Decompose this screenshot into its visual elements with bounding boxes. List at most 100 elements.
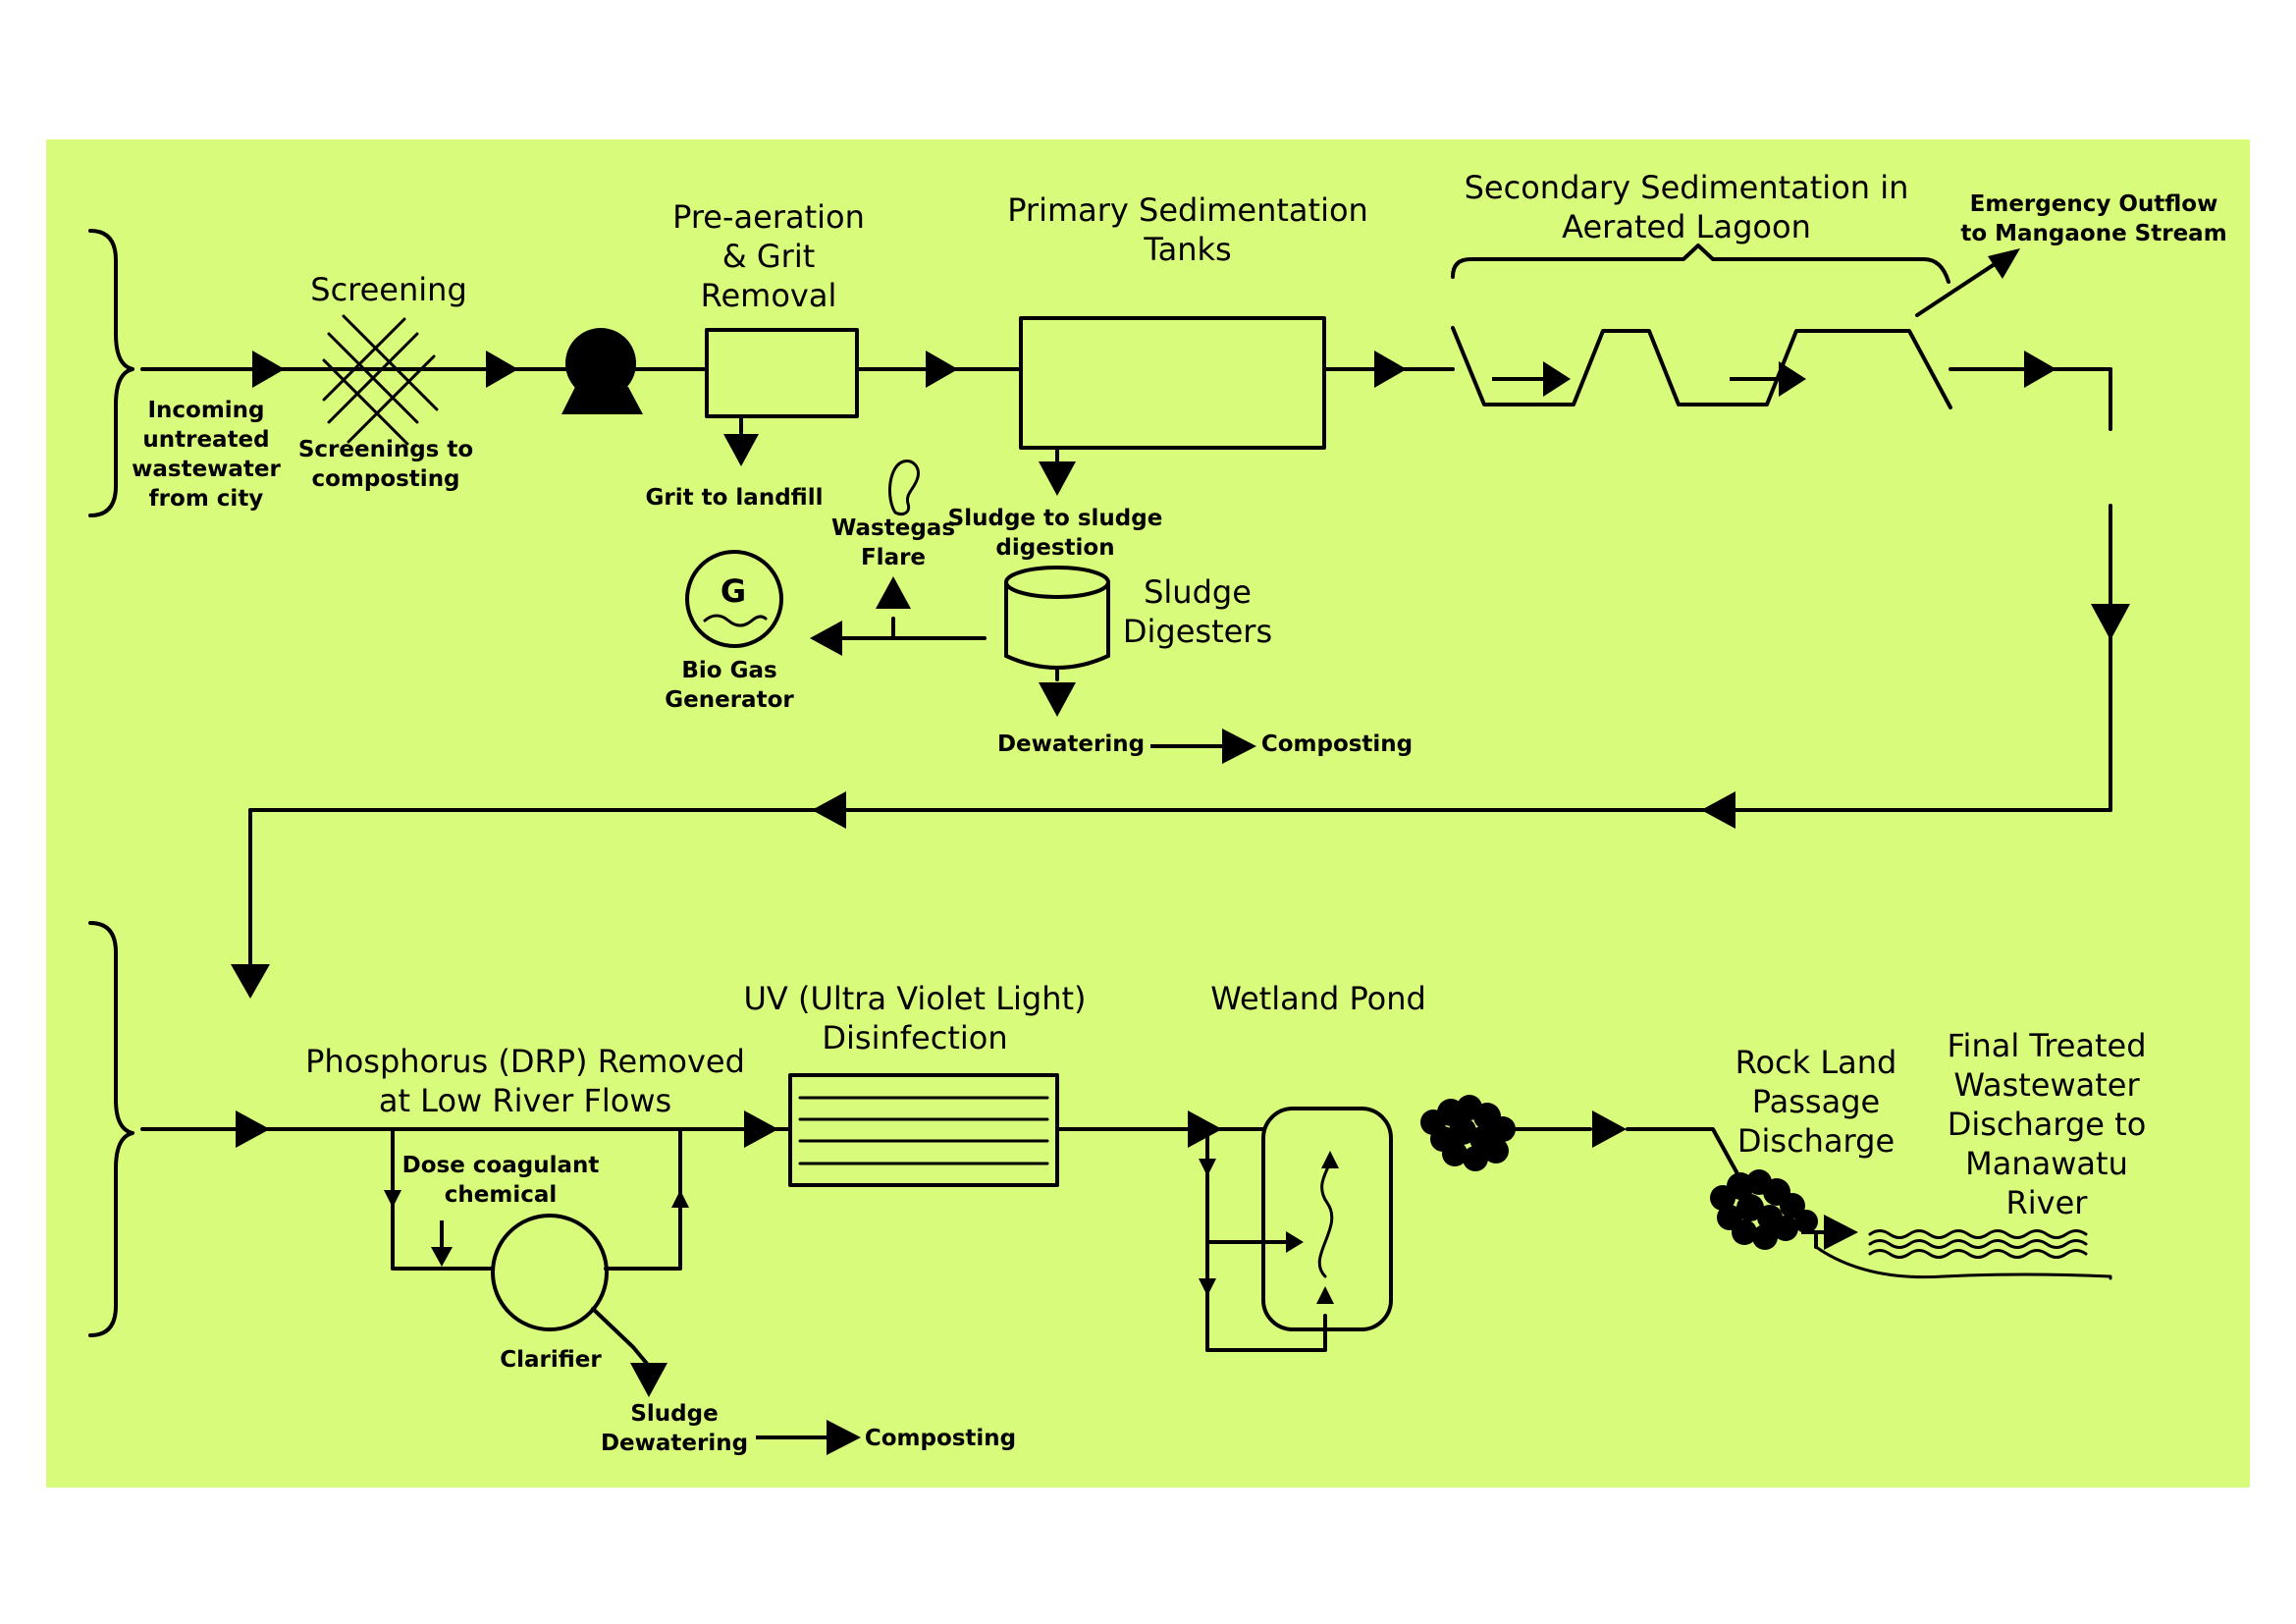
label-line: chemical (445, 1182, 558, 1208)
arrow-screened (486, 351, 518, 388)
label-line: Generator (665, 687, 794, 713)
label-line: Final Treated (1947, 1027, 2146, 1064)
rock-passage-line (1626, 1127, 1747, 1190)
arrow-wetland-feed-1 (1199, 1159, 1216, 1176)
label-line: Discharge to (1948, 1106, 2147, 1143)
aerated-lagoon (1451, 326, 1952, 409)
label-incoming: Incoming untreated wastewater from city (132, 398, 281, 512)
label-line: & Grit (722, 238, 816, 275)
label-line: wastewater (132, 457, 281, 482)
label-composting2: Composting (865, 1426, 1016, 1451)
label-line: Rock Land (1735, 1044, 1897, 1081)
arrow-digester-dewater (1039, 682, 1076, 717)
label-line: Pre-aeration (672, 198, 865, 236)
arrow-right-down (2091, 604, 2130, 640)
generator-icon (685, 550, 783, 648)
arrow-clarifier-sludge (630, 1363, 667, 1397)
arrow-flare (876, 576, 911, 609)
label-line: Removal (701, 277, 837, 314)
label-line: Screening (310, 271, 467, 308)
label-line: untreated (142, 427, 269, 453)
wetland-pond (1261, 1107, 1393, 1331)
wetland-feed-bottom (1205, 1314, 1327, 1352)
lagoon-bracket (1451, 244, 1950, 284)
arrow-lagoon-1 (1543, 361, 1571, 397)
arrow-emergency (1988, 248, 2020, 279)
arrow-generator (810, 621, 842, 656)
primary-tank (1019, 316, 1326, 450)
label-line: Emergency Outflow (1970, 191, 2218, 217)
label-generator-letter: G (721, 572, 746, 610)
arrow-stream-up (1321, 1151, 1339, 1168)
label-line: Dewatering (997, 731, 1145, 757)
label-line: Passage (1752, 1083, 1880, 1120)
label-line: River (2006, 1184, 2089, 1221)
arrow-wetland-mid (1286, 1231, 1304, 1253)
arrow-incoming (252, 351, 285, 388)
arrow-primary-out (1374, 351, 1407, 388)
label-line: digestion (995, 535, 1114, 561)
arrow-return-2 (812, 791, 846, 829)
label-composting1: Composting (1261, 731, 1413, 757)
label-wetland: Wetland Pond (1210, 980, 1426, 1017)
rocks-icon (1420, 1095, 1516, 1171)
label-line: Clarifier (500, 1347, 602, 1373)
arrow-preaeration-out (926, 351, 958, 388)
label-line: G (721, 572, 746, 610)
label-uv: UV (Ultra Violet Light)Disinfection (743, 980, 1086, 1056)
brace-bottom (88, 921, 134, 1337)
arrow-grit (723, 434, 759, 466)
arrow-composting-2 (827, 1420, 861, 1455)
arrow-primary-sludge (1039, 461, 1076, 496)
screen-mesh-icon (322, 314, 439, 446)
label-line: Aerated Lagoon (1562, 208, 1811, 245)
arrow-return-1 (1701, 791, 1735, 829)
label-line: Tanks (1143, 231, 1231, 268)
label-line: Sludge to sludge (948, 506, 1163, 531)
arrow-row2-down (231, 964, 270, 999)
label-line: Flare (861, 545, 926, 570)
label-emergency: Emergency Outflow to Mangaone Stream (1960, 191, 2226, 246)
label-line: Secondary Sedimentation in (1465, 169, 1909, 206)
label-line: from city (149, 486, 264, 512)
label-line: Composting (1261, 731, 1413, 757)
arrow-row2-in (236, 1110, 270, 1148)
river-icon (1868, 1229, 2088, 1259)
phosphorus-loop-return (604, 1188, 682, 1271)
arrow-lagoon-out (2024, 351, 2056, 388)
label-line: Sludge (630, 1401, 718, 1427)
label-dewatering: Dewatering (997, 731, 1145, 757)
flare-icon (888, 460, 920, 516)
label-line: Phosphorus (DRP) Removed (305, 1043, 745, 1080)
arrow-dose (431, 1247, 453, 1267)
label-clarifier: Clarifier (500, 1347, 602, 1373)
label-line: Bio Gas (681, 658, 776, 683)
label-line: Digesters (1123, 613, 1272, 650)
arrow-wetland-up (1316, 1286, 1334, 1304)
arrow-wetland-feed-2 (1199, 1278, 1216, 1296)
labels: Incoming untreated wastewater from city Scre… (132, 169, 2227, 1456)
river-bank (1814, 1245, 2112, 1280)
label-line: Incoming (147, 398, 264, 423)
arrow-loop-up (671, 1190, 689, 1208)
label-line: Wastewater (1953, 1066, 2140, 1104)
label-line: Grit to landfill (646, 485, 824, 511)
uv-unit (788, 1073, 1059, 1187)
arrow-wetland-out (1592, 1110, 1627, 1148)
label-line: Sludge (1144, 573, 1252, 611)
label-grit: Grit to landfill (646, 485, 824, 511)
clarifier-icon (491, 1214, 609, 1331)
arrow-river (1824, 1215, 1858, 1250)
arrow-wetland-in (1188, 1110, 1222, 1148)
label-line: to Mangaone Stream (1960, 221, 2226, 246)
emergency-outflow-line (1915, 260, 2000, 317)
